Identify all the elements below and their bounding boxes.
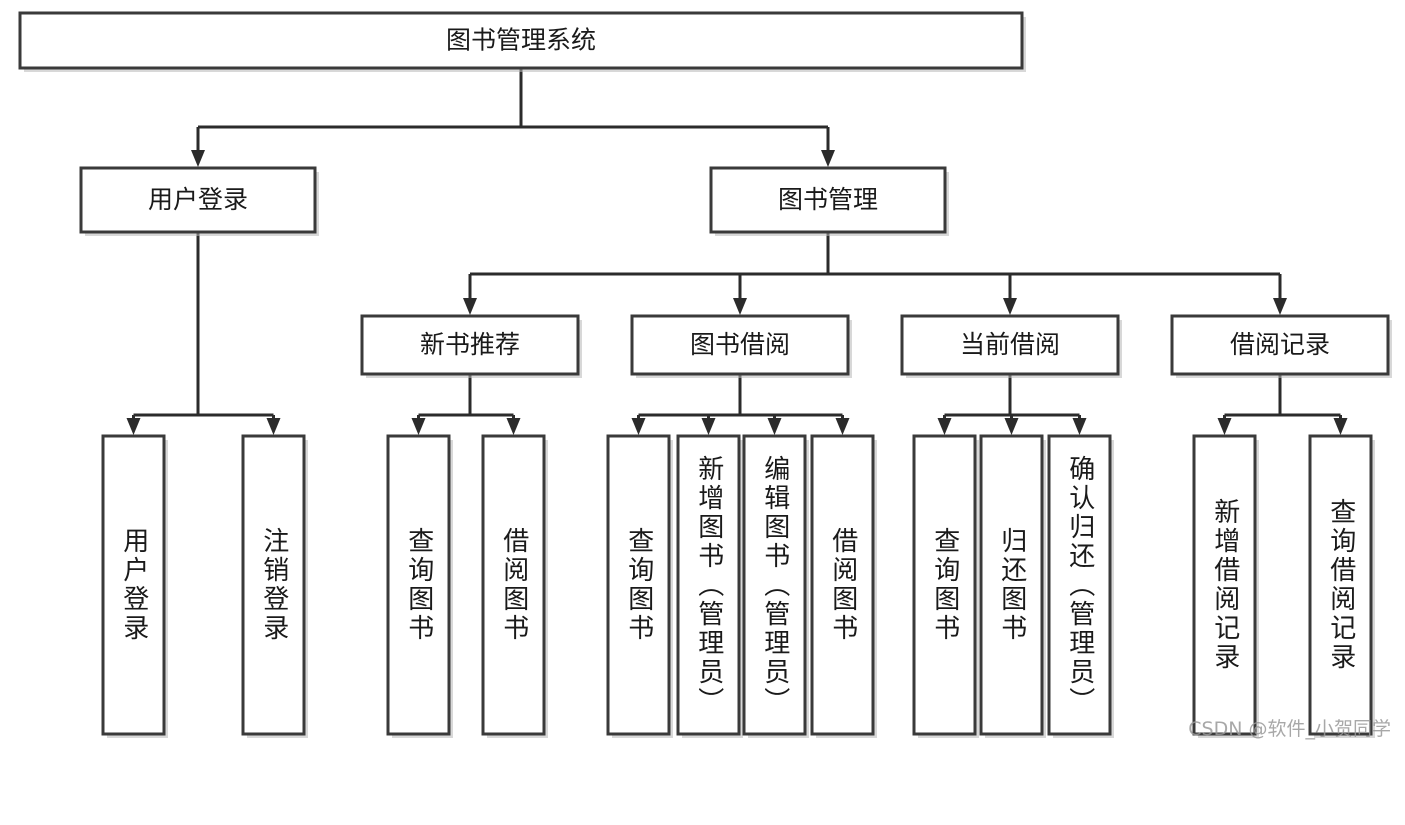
arrow-head-icon [463,298,477,315]
arrow-head-icon [701,418,716,435]
arrow-head-icon [835,418,850,435]
node-rect[interactable] [241,434,306,736]
node-leaf-11[interactable] [1192,434,1259,738]
node-leaf-2[interactable] [386,434,453,738]
node-label: 当前借阅 [960,330,1060,359]
arrow-head-icon [126,418,141,435]
node-level3-2[interactable] [900,314,1122,378]
node-rect[interactable] [709,166,947,234]
arrow-head-icon [733,298,747,315]
node-level3-0[interactable] [360,314,582,378]
node-label: 借阅记录 [1230,330,1330,359]
box-layer [18,11,1392,738]
node-rect[interactable] [606,434,671,736]
node-rect[interactable] [101,434,166,736]
node-label: 图书管理系统 [446,26,596,55]
node-leaf-5[interactable] [676,434,743,738]
node-rect[interactable] [1308,434,1373,736]
node-label: 图书借阅 [690,330,790,359]
arrow-head-icon [821,150,835,167]
node-rect[interactable] [676,434,741,736]
node-leaf-6[interactable] [742,434,809,738]
arrow-head-icon [191,150,205,167]
arrow-head-icon [1072,418,1087,435]
node-leaf-1[interactable] [241,434,308,738]
arrow-head-icon [767,418,782,435]
node-label: 图书管理 [778,185,878,214]
node-root-图书管理系统[interactable] [18,11,1026,72]
node-label: 用户登录 [148,185,248,214]
node-rect[interactable] [360,314,580,376]
node-level2-1[interactable] [709,166,949,236]
node-leaf-7[interactable] [810,434,877,738]
node-leaf-0[interactable] [101,434,168,738]
diagram-canvas: 图书管理系统用户登录图书管理新书推荐图书借阅当前借阅借阅记录 用户登录注销登录查… [18,11,1392,740]
arrow-head-icon [937,418,952,435]
node-rect[interactable] [1170,314,1390,376]
node-leaf-3[interactable] [481,434,548,738]
arrow-head-icon [631,418,646,435]
connector-layer [126,68,1348,435]
node-rect[interactable] [630,314,850,376]
node-leaf-9[interactable] [979,434,1046,738]
node-leaf-10[interactable] [1047,434,1114,738]
node-rect[interactable] [810,434,875,736]
node-rect[interactable] [979,434,1044,736]
arrow-head-icon [1333,418,1348,435]
node-level3-1[interactable] [630,314,852,378]
node-rect[interactable] [1192,434,1257,736]
node-rect[interactable] [79,166,317,234]
node-label: 新书推荐 [420,330,520,359]
node-rect[interactable] [18,11,1024,70]
node-level2-0[interactable] [79,166,319,236]
node-rect[interactable] [742,434,807,736]
arrow-head-icon [506,418,521,435]
arrow-head-icon [1004,418,1019,435]
node-rect[interactable] [1047,434,1112,736]
node-rect[interactable] [481,434,546,736]
arrow-head-icon [1217,418,1232,435]
arrow-head-icon [266,418,281,435]
node-rect[interactable] [900,314,1120,376]
arrow-head-icon [411,418,426,435]
arrow-head-icon [1273,298,1287,315]
node-rect[interactable] [386,434,451,736]
node-leaf-8[interactable] [912,434,979,738]
node-rect[interactable] [912,434,977,736]
node-leaf-4[interactable] [606,434,673,738]
node-level3-3[interactable] [1170,314,1392,378]
arrow-head-icon [1003,298,1017,315]
node-leaf-12[interactable] [1308,434,1375,738]
